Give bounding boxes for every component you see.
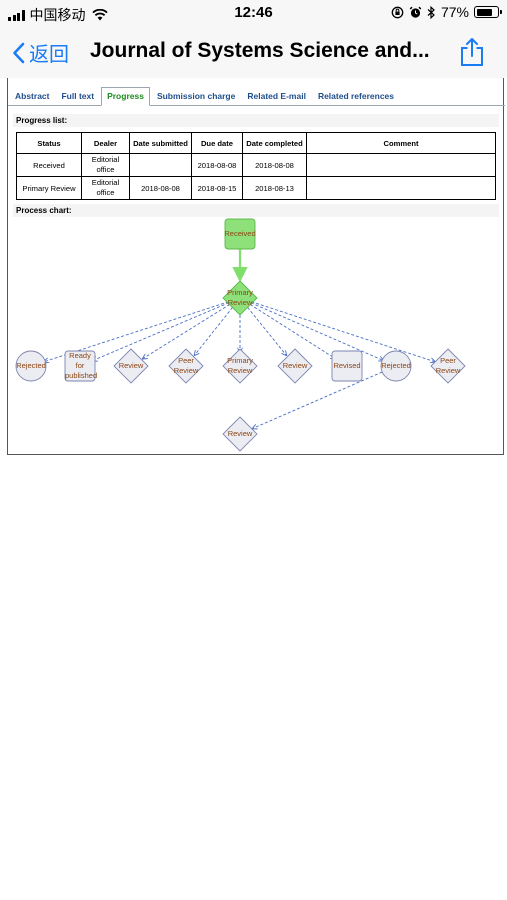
node-revised — [331, 350, 363, 382]
tab-submission-charge[interactable]: Submission charge — [156, 91, 236, 101]
cell-due-date: 2018-08-15 — [191, 176, 243, 200]
node-rejected-2 — [380, 350, 412, 382]
edge-primary-review-to-rejected-2 — [250, 302, 383, 361]
back-button[interactable]: 返回 — [12, 38, 69, 67]
node-label-review-1: Review — [118, 361, 144, 370]
node-label-ready-for-published: Ready for published — [65, 351, 98, 380]
node-label-review-2: Review — [282, 361, 308, 370]
process-chart-label: Process chart: — [13, 204, 499, 217]
node-label-rejected-1: Rejected — [16, 361, 46, 370]
tab-abstract[interactable]: Abstract — [15, 91, 50, 101]
tab-progress[interactable]: Progress — [101, 87, 150, 106]
column-header-comment: Comment — [306, 132, 496, 154]
node-review-3 — [222, 416, 258, 452]
progress-table: Status Dealer Date submitted Due date Da… — [16, 132, 496, 200]
column-header-status: Status — [16, 132, 82, 154]
node-label-rejected-2: Rejected — [381, 361, 411, 370]
cell-comment — [306, 176, 496, 200]
cell-status: Received — [16, 153, 82, 177]
edge-primary-review-to-review-2 — [247, 307, 287, 355]
node-peer-review-1 — [168, 348, 204, 384]
table-header-row: Status Dealer Date submitted Due date Da… — [16, 132, 496, 154]
tab-full-text[interactable]: Full text — [61, 91, 95, 101]
column-header-dealer: Dealer — [81, 132, 130, 154]
alarm-icon — [409, 6, 422, 18]
status-bar-right: 77% — [391, 4, 502, 20]
column-header-due-date: Due date — [191, 132, 243, 154]
battery-level — [476, 8, 492, 16]
progress-list-label: Progress list: — [13, 114, 499, 127]
cell-dealer: Editorial office — [81, 176, 130, 200]
battery-icon — [474, 6, 502, 18]
table-row: Received Editorial office 2018-08-08 201… — [16, 153, 496, 177]
process-chart-canvas — [15, 218, 466, 452]
tab-bar: Abstract Full text Progress Submission c… — [8, 86, 505, 106]
status-bar-left: 中国移动 — [8, 5, 108, 25]
node-ready-for-published — [64, 350, 96, 382]
node-primary-review — [222, 280, 258, 316]
progress-panel: Progress list: Status Dealer Date submit… — [13, 112, 499, 452]
column-header-date-submitted: Date submitted — [129, 132, 192, 154]
cell-status: Primary Review — [16, 176, 82, 200]
cell-date-completed: 2018-08-13 — [242, 176, 307, 200]
edge-primary-review-to-review-1 — [143, 303, 231, 358]
clock: 12:46 — [234, 4, 273, 21]
node-label-primary-review-2: Primary Review — [227, 356, 253, 375]
node-label-primary-review: Primary Review — [227, 288, 253, 307]
cell-date-submitted: 2018-08-08 — [129, 176, 192, 200]
column-header-date-completed: Date completed — [242, 132, 307, 154]
share-button[interactable] — [459, 37, 485, 72]
share-icon — [461, 38, 483, 66]
edge-primary-review-to-ready-for-published — [93, 302, 230, 361]
status-bar: 中国移动 12:46 77% — [0, 0, 507, 26]
node-review-2 — [277, 348, 313, 384]
node-primary-review-2 — [222, 348, 258, 384]
cell-date-submitted — [129, 153, 192, 177]
edge-rejected-to-review — [253, 371, 383, 428]
edge-primary-review-to-revised — [249, 304, 335, 358]
cell-due-date: 2018-08-08 — [191, 153, 243, 177]
node-rejected-1 — [15, 350, 47, 382]
bluetooth-icon — [427, 5, 435, 19]
wifi-icon — [91, 9, 108, 21]
edge-primary-review-to-peer-review-2 — [251, 301, 434, 362]
node-review-1 — [113, 348, 149, 384]
cell-date-completed: 2018-08-08 — [242, 153, 307, 177]
orientation-lock-icon — [391, 6, 404, 18]
cell-comment — [306, 153, 496, 177]
node-label-received: Received — [224, 229, 256, 238]
tab-related-email[interactable]: Related E-mail — [247, 91, 306, 101]
tab-related-references[interactable]: Related references — [317, 91, 395, 101]
back-label: 返回 — [29, 44, 69, 66]
node-label-revised: Revised — [333, 361, 361, 370]
edge-primary-review-to-peer-review-1 — [195, 307, 233, 355]
node-label-review-3: Review — [227, 429, 253, 438]
node-peer-review-2 — [430, 348, 466, 384]
signal-strength-icon — [8, 9, 25, 21]
web-content: Abstract Full text Progress Submission c… — [7, 78, 505, 455]
carrier-name: 中国移动 — [29, 7, 86, 23]
page-title: Journal of Systems Science and... — [90, 39, 430, 62]
navigation-bar: 返回 Journal of Systems Science and... — [0, 26, 507, 78]
table-row: Primary Review Editorial office 2018-08-… — [16, 176, 496, 200]
node-received — [224, 218, 256, 250]
cell-dealer: Editorial office — [81, 153, 130, 177]
node-label-peer-review-1: Peer Review — [173, 356, 199, 375]
chevron-left-icon — [13, 42, 25, 63]
battery-percent: 77% — [440, 4, 469, 20]
node-label-peer-review-2: Peer Review — [435, 356, 461, 375]
